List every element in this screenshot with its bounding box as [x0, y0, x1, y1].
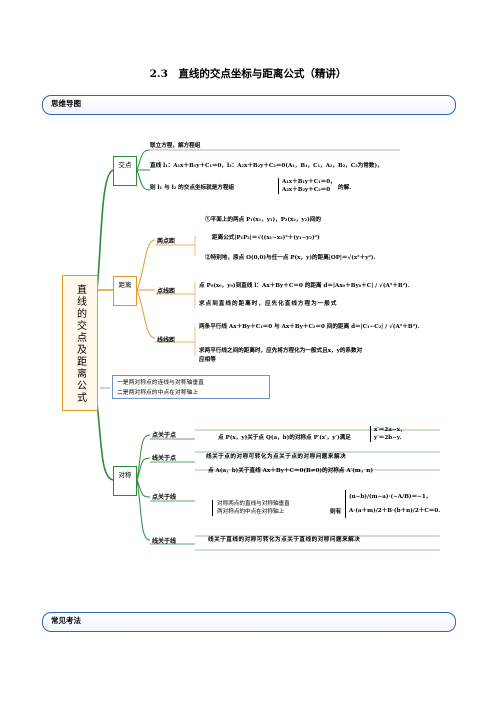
- line-point-text: 线关于点的对称可转化为点关于点的对称问题来解决: [206, 454, 347, 460]
- origin-distance: ②特别地，原点 O(0,0)与任一点 P(x，y)的距离|OP|＝√(x²＋y²…: [205, 255, 376, 261]
- branch-label: 对称: [118, 471, 132, 479]
- point-line-sym-text: 点 A(a，b)关于直线 Ax＋By＋C＝0(B≠0)的对称点 A′(m，n): [208, 468, 374, 474]
- line-line-formula: 两条平行线 Ax＋By＋C₁＝0 与 Ax＋By＋C₂＝0 间的距离 d＝|C₁…: [199, 324, 420, 330]
- page-title: 2.3 直线的交点坐标与距离公式（精讲）: [149, 68, 347, 80]
- section-label: 思维导图: [51, 99, 81, 108]
- branch-symmetry: 对称: [113, 466, 137, 496]
- two-points-def: ①平面上的两点 P₁(x₁，y₁)，P₂(x₂，y₂)间的: [205, 217, 321, 223]
- intersection-system-end: 的解.: [338, 185, 352, 191]
- line-line-hint-2: 应相等: [199, 357, 216, 363]
- point-line-hint: 求点到直线的距离时，应先化直线方程为一般式: [199, 301, 338, 307]
- branch-intersection: 交点: [113, 156, 137, 186]
- section-header-common-tests: 常见考法: [42, 612, 456, 632]
- line-line-hint: 求两平行线之间的距离时，应先将方程化为一般式且x，y的系数对: [199, 348, 363, 354]
- branch-label: 交点: [118, 161, 132, 169]
- intersection-lines: 直线 l₁：A₁x＋B₁y＋C₁＝0，l₂：A₂x＋B₂y＋C₂＝0(A₁，B₁…: [150, 163, 383, 169]
- sub-line-line: 线线距: [157, 337, 176, 344]
- equation-2: A₂x＋B₂y＋C₂＝0: [282, 187, 331, 193]
- intersection-system: A₁x＋B₁y＋C₁＝0， A₂x＋B₂y＋C₂＝0: [278, 178, 336, 194]
- root-node: 直线的交点及距离公式: [62, 275, 98, 411]
- point-line-formula: 点 P₀(x₀，y₀)到直线 l：Ax＋By＋C＝0 的距离 d＝|Ax₀＋By…: [199, 283, 410, 289]
- sym-eq-1: x′＝2a−x，: [374, 427, 406, 433]
- branch-distance: 距离: [113, 276, 137, 306]
- point-line-conditions: 对称两点的直线与对称轴垂直 两对称点的中点在对称轴上: [212, 500, 290, 516]
- point-point-system: x′＝2a−x， y′＝2b−y.: [370, 426, 406, 442]
- sym-eq-2: y′＝2b−y.: [374, 435, 402, 441]
- sub-point-line-sym: 点关于线: [152, 494, 177, 501]
- branch-label: 距离: [118, 281, 132, 289]
- section-header-mind-map: 思维导图: [42, 95, 456, 115]
- sub-two-points: 两点距: [157, 238, 176, 245]
- condition-2: 两对称点的中点在对称轴上: [217, 509, 285, 515]
- sub-point-line: 点线距: [157, 288, 176, 295]
- eq-perpendicular: (n−b)/(m−a)·(−A/B)＝−1，: [349, 494, 432, 500]
- sub-line-point: 线关于点: [152, 455, 177, 462]
- intersection-step: 联立方程，解方程组: [150, 143, 201, 149]
- sub-point-point: 点关于点: [152, 432, 177, 439]
- section-label: 常见考法: [51, 616, 81, 625]
- note-line-2: 二是两对称点的中点在对称轴上: [117, 390, 199, 396]
- line-line-sym-text: 线关于直线的对称可转化为点关于直线的对称问题来解决: [208, 537, 361, 543]
- equation-1: A₁x＋B₁y＋C₁＝0，: [282, 179, 336, 185]
- root-label: 直线的交点及距离公式: [74, 284, 86, 404]
- sub-line-line-sym: 线关于线: [152, 538, 177, 545]
- then-label: 则有: [330, 509, 342, 515]
- symmetry-note: 一是两对称点的连线与对称轴垂直 二是两对称点的中点在对称轴上: [112, 375, 270, 399]
- point-line-equations: (n−b)/(m−a)·(−A/B)＝−1， A·(a＋m)/2＋B·(b＋n)…: [345, 490, 440, 518]
- eq-midpoint: A·(a＋m)/2＋B·(b＋n)/2＋C＝0.: [349, 508, 441, 514]
- point-point-text: 点 P(x，y)关于点 Q(a，b)的对称点 P′(x′，y′)满足: [218, 435, 351, 441]
- note-line-1: 一是两对称点的连线与对称轴垂直: [117, 380, 204, 386]
- condition-1: 对称两点的直线与对称轴垂直: [217, 501, 290, 507]
- intersection-system-intro: 则 l₁ 与 l₂ 的交点坐标就是方程组: [150, 185, 235, 191]
- two-points-formula: 距离公式|P₁P₂|＝√((x₁−x₂)²＋(y₁−y₂)²): [212, 235, 320, 241]
